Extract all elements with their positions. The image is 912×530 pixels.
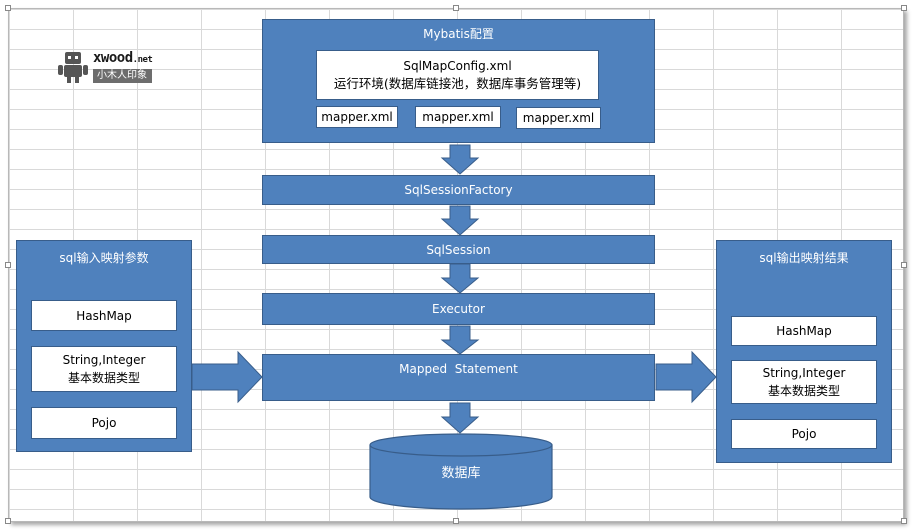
down-arrow-mapped-to-database — [440, 402, 480, 434]
sqlsession-box[interactable]: SqlSession — [262, 235, 655, 264]
database-label: 数据库 — [441, 466, 481, 481]
output-pojo-box[interactable]: Pojo — [731, 419, 877, 449]
resize-handle-bottom-left[interactable] — [5, 518, 11, 524]
xwood-logo: xwood.net 小木人印象 — [56, 50, 153, 84]
resize-handle-middle-left[interactable] — [5, 262, 11, 268]
output-basic-types-box[interactable]: String,Integer 基本数据类型 — [731, 360, 877, 404]
input-basic-types-line1: String,Integer — [62, 353, 146, 367]
output-basic-types-line2: 基本数据类型 — [767, 384, 840, 398]
mybatis-config-title: Mybatis配置 — [423, 27, 494, 41]
input-basic-types-line2: 基本数据类型 — [67, 371, 140, 385]
mapper-box-3[interactable]: mapper.xml — [516, 107, 601, 129]
mapper-box-1[interactable]: mapper.xml — [316, 106, 398, 128]
sqlsessionfactory-box[interactable]: SqlSessionFactory — [262, 175, 655, 205]
mapped-statement-box[interactable]: Mapped Statement — [262, 354, 655, 401]
robot-icon — [58, 52, 88, 83]
down-arrow-config-to-factory — [440, 144, 480, 175]
input-hashmap-box[interactable]: HashMap — [31, 300, 177, 331]
input-basic-types-box[interactable]: String,Integer 基本数据类型 — [31, 346, 177, 392]
input-mapping-title: sql输入映射参数 — [59, 251, 149, 265]
right-arrow-input-to-mapped — [191, 350, 263, 404]
down-arrow-factory-to-session — [440, 205, 480, 236]
mapper-box-2[interactable]: mapper.xml — [415, 106, 501, 128]
down-arrow-session-to-executor — [440, 263, 480, 294]
down-arrow-executor-to-mapped — [440, 325, 480, 355]
resize-handle-middle-right[interactable] — [901, 262, 907, 268]
database-cylinder[interactable] — [368, 433, 554, 513]
logo-subtitle: 小木人印象 — [93, 69, 153, 83]
output-basic-types-line1: String,Integer — [762, 366, 846, 380]
resize-handle-top-left[interactable] — [5, 5, 11, 11]
sqlmapconfig-file: SqlMapConfig.xml — [403, 59, 512, 73]
right-arrow-mapped-to-output — [655, 350, 717, 404]
sqlmapconfig-box[interactable]: SqlMapConfig.xml 运行环境(数据库链接池，数据库事务管理等) — [316, 50, 599, 100]
resize-handle-top-center[interactable] — [453, 5, 459, 11]
executor-box[interactable]: Executor — [262, 293, 655, 325]
resize-handle-bottom-center[interactable] — [453, 518, 459, 524]
logo-wordmark: xwood.net — [93, 50, 153, 66]
output-hashmap-box[interactable]: HashMap — [731, 316, 877, 346]
input-pojo-box[interactable]: Pojo — [31, 407, 177, 439]
mapped-statement-label: Mapped Statement — [399, 362, 518, 376]
output-mapping-title: sql输出映射结果 — [759, 251, 849, 265]
resize-handle-top-right[interactable] — [901, 5, 907, 11]
resize-handle-bottom-right[interactable] — [901, 518, 907, 524]
sqlmapconfig-desc: 运行环境(数据库链接池，数据库事务管理等) — [333, 76, 582, 91]
